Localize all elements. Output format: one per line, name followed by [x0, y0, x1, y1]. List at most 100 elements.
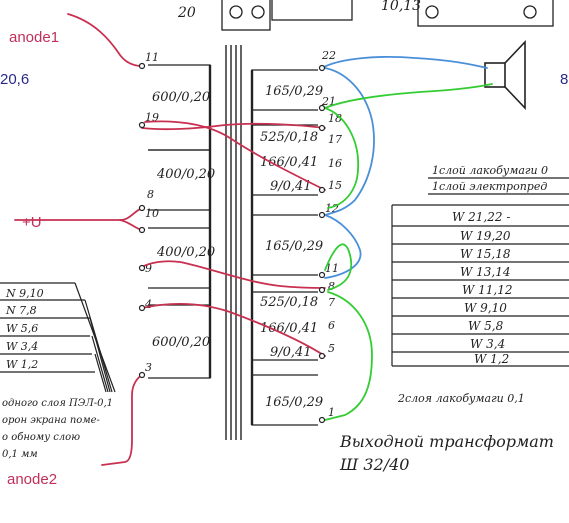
left-table-row: N 9,10	[5, 287, 44, 300]
primary-winding-label: 400/0,20	[156, 245, 215, 260]
blue-wire	[324, 214, 362, 279]
pin-number: 11	[145, 51, 159, 64]
anode1-wire	[67, 13, 143, 67]
screw-icon	[425, 5, 439, 19]
anode2-wire	[101, 374, 143, 466]
red-wires	[14, 13, 326, 466]
terminal-dot	[318, 104, 326, 112]
terminal-dot	[318, 352, 326, 360]
top-right-number: 10,13	[381, 0, 421, 14]
left-number-label: 20,6	[0, 71, 29, 88]
pin-number: 15	[328, 179, 342, 192]
right-table-row: W 13,14	[460, 265, 511, 279]
right-table-row: W 11,12	[462, 283, 513, 297]
pin-number: 4	[144, 298, 152, 311]
pin-number: 22	[321, 49, 336, 62]
green-wire	[324, 291, 373, 421]
primary-windings	[148, 64, 212, 379]
loop-wire	[141, 303, 326, 357]
right-table-row: W 9,10	[464, 301, 507, 315]
green-wires	[324, 83, 493, 421]
secondary-windings	[250, 69, 318, 426]
right-table-row: W 3,4	[470, 337, 505, 351]
pin-number: 7	[328, 296, 335, 309]
pin-number: 17	[328, 133, 342, 146]
screw-icon	[229, 5, 243, 19]
secondary-winding-label: 166/0,41	[260, 155, 318, 170]
pin-number: 11	[325, 262, 339, 275]
left-note-line: орон экрана поме-	[2, 415, 101, 426]
top-left-terminal-block	[221, 0, 271, 31]
terminal-dot	[138, 204, 146, 212]
anode1-label: anode1	[9, 29, 59, 46]
screw-icon	[523, 5, 537, 19]
anode2-label: anode2	[7, 471, 57, 488]
right-table-row: W 19,20	[460, 229, 511, 243]
terminal-dot	[138, 304, 146, 312]
right-table-row: W 15,18	[460, 247, 511, 261]
right-table-heading: 1слой лакобумаги 0	[432, 164, 548, 177]
left-table-row: N 7,8	[5, 304, 37, 317]
blue-wires	[321, 56, 488, 279]
left-table-row: W 5,6	[6, 322, 38, 335]
primary-winding-box	[148, 64, 211, 151]
right-number-label: 8	[560, 71, 568, 88]
top-mid-block	[271, 0, 353, 21]
secondary-winding-label: 166/0,41	[260, 321, 318, 336]
primary-winding-label: 600/0,20	[152, 90, 210, 105]
plus-u-label: +U	[22, 214, 42, 231]
secondary-winding-label: 525/0,18	[260, 295, 318, 310]
secondary-winding-label: 9/0,41	[270, 345, 312, 360]
pin-number: 9	[145, 262, 152, 275]
left-note-line: 0,1 мм	[2, 449, 38, 460]
primary-winding-label: 600/0,20	[152, 335, 210, 350]
pin-number: 8	[147, 188, 154, 201]
transformer-core	[225, 45, 242, 440]
secondary-winding-label: 165/0,29	[265, 395, 323, 410]
secondary-winding-label: 165/0,29	[265, 239, 323, 254]
pin-number: 5	[328, 342, 335, 355]
right-table-row: W 1,2	[474, 352, 509, 366]
diagram-title: Выходной трансформат	[339, 432, 554, 451]
speaker-wire-green	[324, 83, 493, 109]
top-left-number: 20	[177, 5, 196, 21]
green-wire	[324, 243, 353, 291]
terminal-dot	[138, 264, 146, 272]
terminal-dot	[318, 286, 326, 294]
left-table-row: W 1,2	[6, 358, 38, 371]
terminal-dot	[138, 62, 146, 70]
loop-wire	[139, 260, 326, 289]
left-note-line: о обному слою	[2, 432, 80, 443]
terminal-dot	[318, 271, 326, 279]
terminal-dot	[318, 64, 326, 72]
speaker-wire-blue	[321, 56, 488, 69]
right-table-heading: 1слой электропред	[432, 180, 547, 193]
pin-number: 3	[145, 361, 152, 374]
top-components	[221, 0, 554, 31]
terminal-dot	[318, 124, 326, 132]
terminal-dot	[318, 186, 326, 194]
terminal-dot	[138, 121, 146, 129]
terminal-dot	[318, 211, 326, 219]
right-winding-table	[391, 177, 569, 367]
diagram-subtitle: Ш 32/40	[339, 455, 409, 474]
loop-wire	[144, 120, 326, 191]
secondary-winding-label: 525/0,18	[260, 130, 318, 145]
left-winding-table	[0, 282, 116, 393]
pin-number: 1	[328, 406, 335, 419]
bottom-note: 2слоя лакобумаги 0,1	[397, 392, 525, 405]
green-wire	[324, 107, 359, 209]
terminal-dot	[318, 416, 326, 424]
primary-winding-label: 400/0,20	[156, 167, 215, 182]
left-table-row: W 3,4	[6, 340, 38, 353]
terminal-dot	[138, 226, 146, 234]
right-table-row: W 21,22 -	[452, 210, 510, 224]
pin-number: 10	[145, 207, 159, 220]
secondary-winding-label: 165/0,29	[265, 84, 323, 99]
pin-number: 8	[328, 280, 335, 293]
blue-wire	[324, 67, 375, 216]
secondary-winding-label: 9/0,41	[270, 179, 312, 194]
right-table-row: W 5,8	[468, 319, 504, 333]
